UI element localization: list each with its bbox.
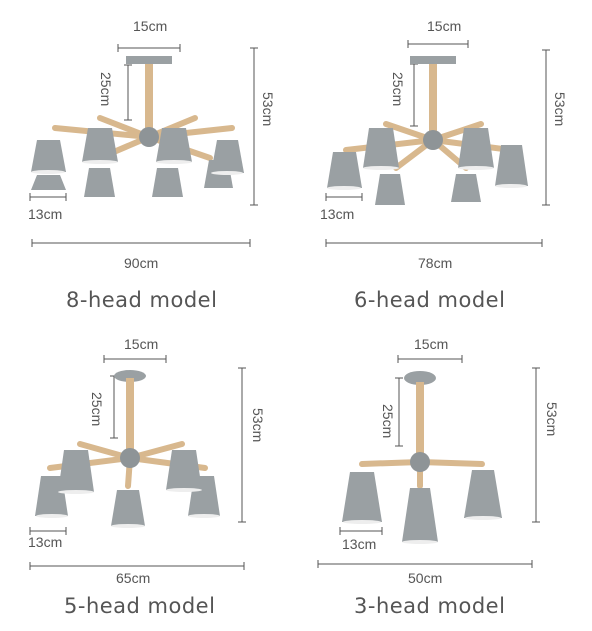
width-label: 65cm — [116, 570, 151, 586]
height-label: 53cm — [250, 408, 266, 443]
panel-8-head: 15cm 25cm 53cm 13cm 90cm 8-head model — [0, 0, 296, 320]
shade-label: 13cm — [342, 536, 377, 552]
lamp-3-head-illustration — [317, 355, 540, 568]
drop-label: 25cm — [390, 72, 406, 107]
shade-label: 13cm — [28, 534, 63, 550]
height-label: 53cm — [260, 92, 276, 127]
top-width-label: 15cm — [427, 18, 462, 34]
model-title: 8-head model — [66, 288, 218, 312]
lamp-5-head-illustration — [29, 355, 246, 570]
drop-label: 25cm — [98, 72, 114, 107]
model-title: 6-head model — [354, 288, 506, 312]
model-title: 5-head model — [64, 594, 216, 618]
drop-label: 25cm — [380, 404, 396, 439]
height-label: 53cm — [544, 402, 560, 437]
width-label: 50cm — [408, 570, 443, 586]
model-title: 3-head model — [354, 594, 506, 618]
shade-label: 13cm — [28, 206, 63, 222]
height-label: 53cm — [552, 92, 568, 127]
lamp-8-head-illustration — [29, 44, 258, 247]
top-width-label: 15cm — [124, 336, 159, 352]
top-width-label: 15cm — [414, 336, 449, 352]
panel-5-head: 15cm 25cm 53cm 13cm 65cm 5-head model — [0, 318, 296, 631]
shade-label: 13cm — [320, 206, 355, 222]
lamp-6-head-illustration — [325, 40, 550, 247]
width-label: 90cm — [124, 255, 159, 271]
top-width-label: 15cm — [133, 18, 168, 34]
panel-6-head: 15cm 25cm 53cm 13cm 78cm 6-head model — [296, 0, 592, 320]
panel-3-head: 15cm 25cm 53cm 13cm 50cm 3-head model — [296, 318, 592, 631]
width-label: 78cm — [418, 255, 453, 271]
drop-label: 25cm — [89, 392, 105, 427]
